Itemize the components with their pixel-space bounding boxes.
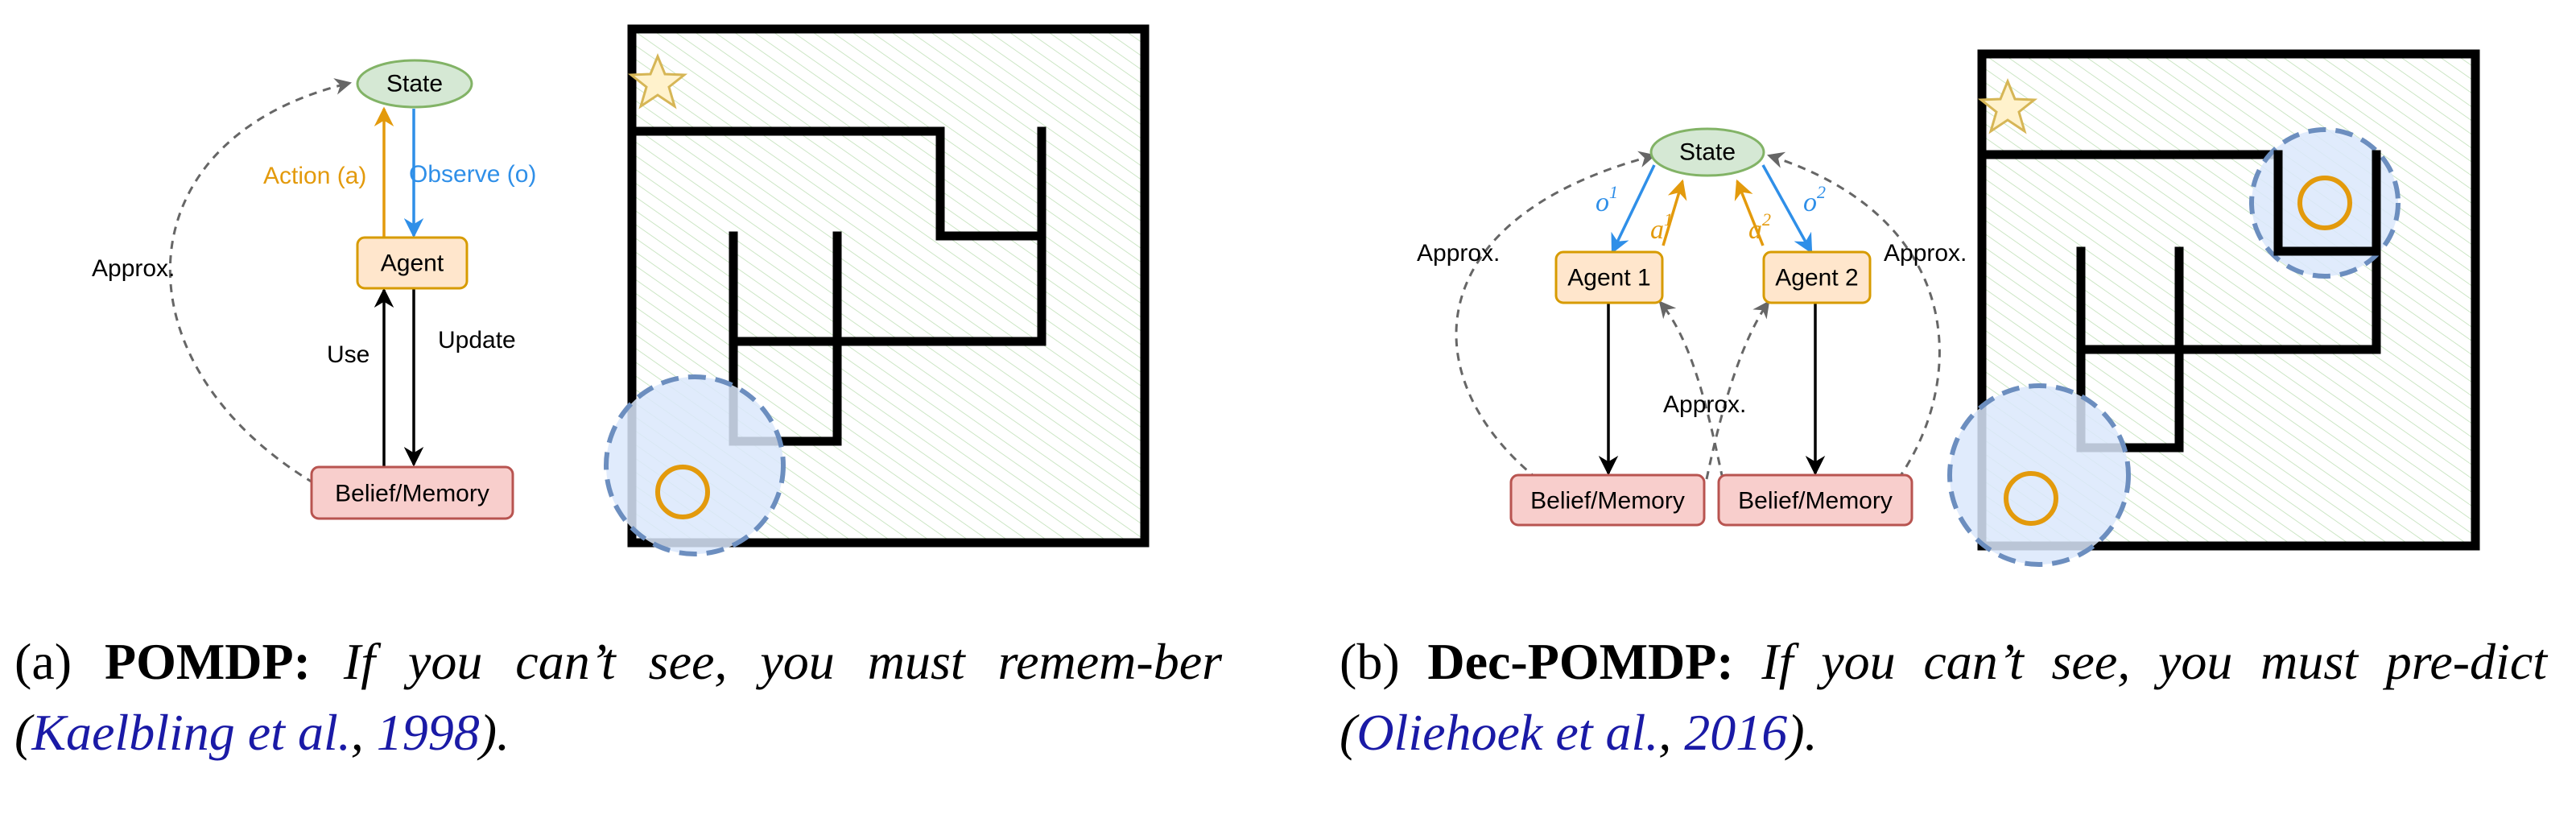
field-of-view-2 bbox=[2249, 127, 2401, 279]
o1-label: o1 bbox=[1596, 182, 1618, 217]
caption-a-cite-authors[interactable]: Kaelbling et al. bbox=[31, 704, 351, 761]
belief-1-node bbox=[1509, 473, 1706, 527]
approx-arrow-cross-2 bbox=[1705, 300, 1770, 480]
approx-arrow-cross-1 bbox=[1658, 300, 1724, 480]
pomdp-maze bbox=[604, 24, 1150, 556]
agent-marker bbox=[655, 465, 710, 519]
belief-1-label: Belief/Memory bbox=[1530, 488, 1685, 515]
belief-node bbox=[310, 465, 514, 520]
belief-2-label: Belief/Memory bbox=[1738, 488, 1893, 515]
belief-2-node bbox=[1717, 473, 1913, 527]
dec-pomdp-maze bbox=[1947, 49, 2480, 567]
agent-label: Agent bbox=[381, 250, 444, 277]
caption-b: (b) Dec-POMDP: If you can’t see, you mus… bbox=[1340, 626, 2547, 768]
caption-a-title: POMDP: bbox=[105, 633, 311, 690]
goal-star-icon bbox=[627, 53, 688, 110]
dec-pomdp-diagram: Approx. Approx. Approx. o1 a1 a2 o2 Stat… bbox=[1417, 127, 1967, 527]
observe-label: Observe (o) bbox=[409, 161, 536, 188]
field-of-view bbox=[604, 374, 786, 556]
approx-arrow-left bbox=[1455, 151, 1657, 481]
caption-b-end: ). bbox=[1787, 704, 1818, 761]
approx-arrow bbox=[168, 78, 353, 485]
caption-b-tag: (b) bbox=[1340, 633, 1400, 690]
maze-walls-overlay bbox=[2273, 150, 2381, 256]
observe-arrow-1 bbox=[1611, 164, 1656, 254]
state-label: State bbox=[1679, 139, 1736, 166]
approx-label-left: Approx. bbox=[1417, 240, 1500, 267]
caption-a-tag: (a) bbox=[14, 633, 72, 690]
caption-a-cite-year[interactable]: 1998 bbox=[376, 704, 480, 761]
caption-b-title: Dec-POMDP: bbox=[1427, 633, 1734, 690]
caption-a-end: ). bbox=[479, 704, 510, 761]
caption-a-sep: , bbox=[350, 704, 377, 761]
maze-walls bbox=[627, 24, 1150, 548]
state-label: State bbox=[386, 71, 443, 97]
caption-b-cite-year[interactable]: 2016 bbox=[1684, 704, 1788, 761]
o2-label: o2 bbox=[1803, 182, 1826, 217]
agent-node bbox=[356, 236, 469, 290]
action-arrow-2 bbox=[1734, 179, 1765, 246]
agent-1-node bbox=[1554, 250, 1664, 304]
approx-label-center: Approx. bbox=[1663, 391, 1746, 418]
pomdp-diagram: Approx. Action (a) Observe (o) Use Updat… bbox=[92, 59, 536, 520]
a2-label: a2 bbox=[1748, 209, 1771, 245]
caption-b-text: If you can’t see, you must pre-dict ( bbox=[1340, 633, 2548, 761]
belief-label: Belief/Memory bbox=[335, 481, 489, 507]
approx-label: Approx. bbox=[92, 255, 175, 282]
caption-a-text: If you can’t see, you must remem-ber ( bbox=[14, 633, 1223, 761]
state-node bbox=[356, 59, 473, 109]
a1-label: a1 bbox=[1650, 209, 1673, 245]
update-label: Update bbox=[438, 327, 516, 353]
approx-label-right: Approx. bbox=[1884, 240, 1967, 267]
action-label: Action (a) bbox=[263, 163, 366, 189]
caption-a: (a) POMDP: If you can’t see, you must re… bbox=[14, 626, 1222, 768]
use-label: Use bbox=[327, 341, 369, 368]
agent-2-marker bbox=[2297, 176, 2352, 230]
action-arrow-1 bbox=[1662, 179, 1687, 246]
agent-2-node bbox=[1762, 250, 1872, 304]
agent-1-marker bbox=[2004, 471, 2058, 526]
agent-2-label: Agent 2 bbox=[1775, 265, 1858, 291]
caption-b-cite-authors[interactable]: Oliehoek et al. bbox=[1356, 704, 1659, 761]
goal-star-icon bbox=[1977, 78, 2038, 134]
caption-b-sep: , bbox=[1658, 704, 1685, 761]
approx-arrow-right bbox=[1766, 151, 1941, 480]
observe-arrow-2 bbox=[1761, 164, 1813, 254]
agent-1-label: Agent 1 bbox=[1567, 265, 1650, 291]
state-node bbox=[1649, 127, 1765, 177]
